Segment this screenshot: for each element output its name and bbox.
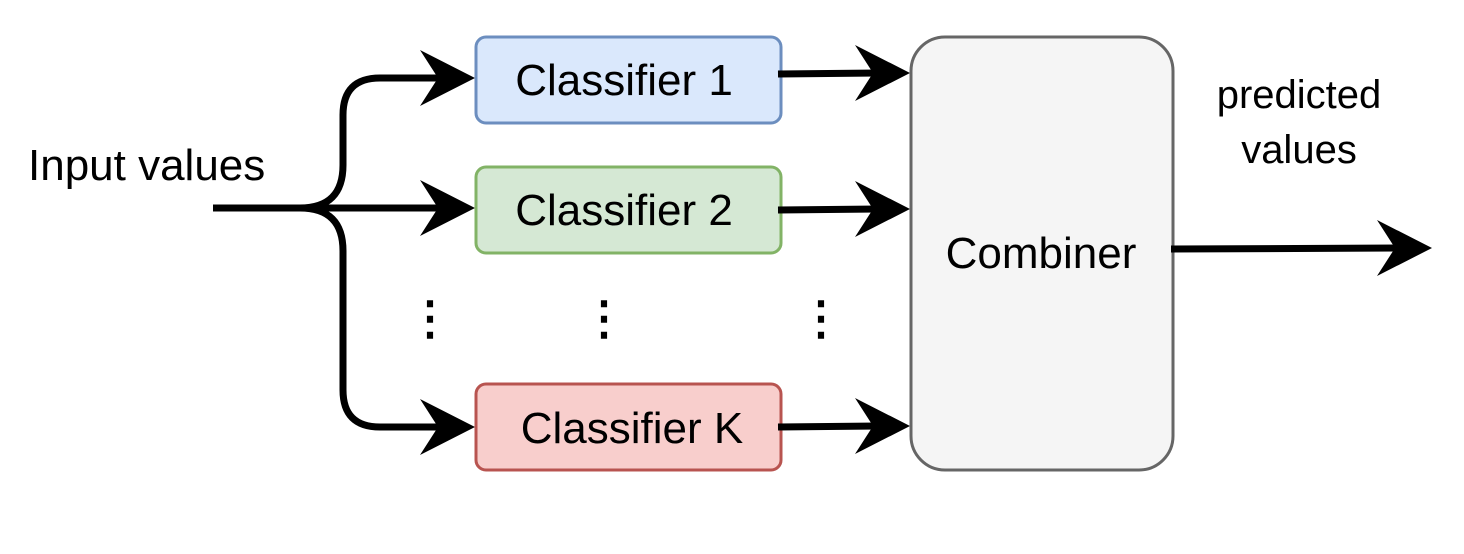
arrowhead-combiner-2 bbox=[855, 181, 910, 237]
edge-input-to-classifier-k bbox=[299, 204, 444, 431]
classifier-k-label: Classifier K bbox=[521, 404, 744, 453]
classifier-1-label: Classifier 1 bbox=[515, 56, 733, 105]
output-label-line-1: predicted bbox=[1217, 73, 1382, 117]
arrowhead-combiner-1 bbox=[855, 45, 910, 101]
combiner-box bbox=[909, 35, 1175, 472]
combiner-node: Combiner bbox=[909, 35, 1175, 472]
arrowhead-combiner-k bbox=[855, 398, 910, 454]
ellipsis-middle: ⋮ bbox=[581, 292, 627, 344]
classifier-1-node: Classifier 1 bbox=[474, 35, 783, 125]
classifier-2-label: Classifier 2 bbox=[515, 186, 733, 235]
ellipsis-left: ⋮ bbox=[407, 292, 453, 344]
arrowhead-classifier-2 bbox=[420, 180, 475, 236]
output-label-line-2: values bbox=[1241, 128, 1357, 172]
arrowhead-classifier-1 bbox=[420, 50, 475, 106]
edge-classifier-k-to-combiner bbox=[777, 422, 879, 431]
combiner-label: Combiner bbox=[946, 229, 1137, 278]
edge-combiner-to-output bbox=[1170, 244, 1401, 253]
input-edges bbox=[213, 50, 475, 455]
ellipsis-right: ⋮ bbox=[798, 292, 844, 344]
classifier-2-node: Classifier 2 bbox=[474, 165, 783, 255]
classifier-k-node: Classifier K bbox=[474, 382, 783, 472]
edge-classifier-2-to-combiner bbox=[777, 205, 879, 214]
combiner-edges bbox=[777, 45, 910, 454]
input-label: Input values bbox=[28, 141, 265, 190]
edge-classifier-1-to-combiner bbox=[777, 69, 879, 78]
classifier-1-box bbox=[474, 35, 783, 125]
arrowhead-output bbox=[1377, 220, 1432, 276]
arrowhead-classifier-k bbox=[420, 399, 475, 455]
